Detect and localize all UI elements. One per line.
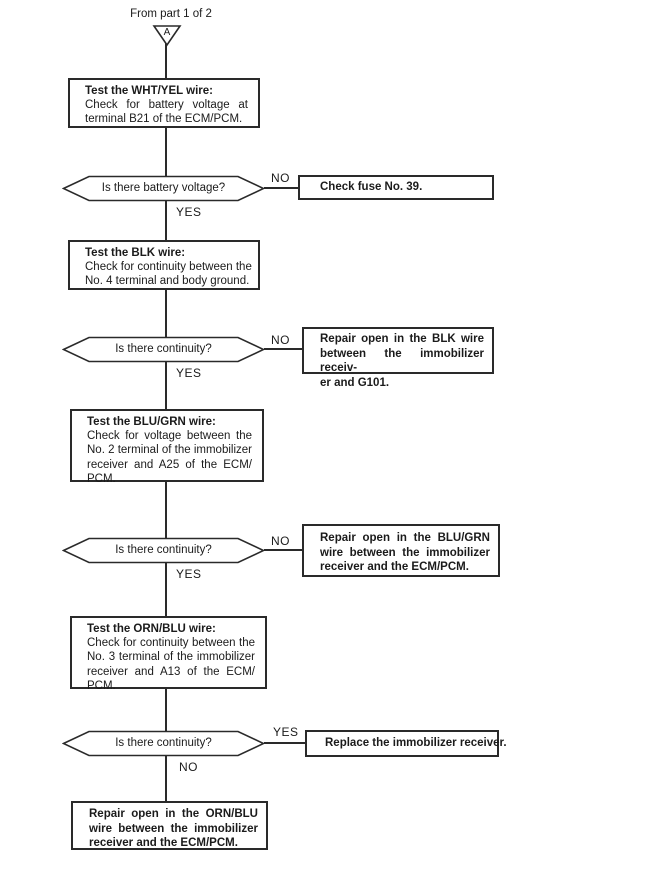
decision-battery-voltage: Is there battery voltage? xyxy=(62,175,265,202)
action-replace-immobilizer-receiver: Replace the immobilizer receiver. xyxy=(305,730,507,757)
step-title: Test the WHT/YEL wire: xyxy=(85,85,214,97)
no-branch-line xyxy=(264,549,302,551)
text-line: receiver and A25 of the ECM/ xyxy=(87,458,252,471)
text-line: Repair open in the BLK wire xyxy=(320,333,484,345)
text-line: No. 2 terminal of the immobilizer xyxy=(87,444,252,457)
text-line: Check for continuity between the xyxy=(87,637,255,650)
text-line: PCM. xyxy=(87,472,116,485)
yes-label: YES xyxy=(174,567,204,581)
text-line: Check fuse No. 39. xyxy=(320,181,423,194)
text-line: Replace the immobilizer receiver. xyxy=(325,737,507,750)
text-line: Check for continuity between the xyxy=(85,261,252,274)
step-test-orn-blu-wire: Test the ORN/BLU wire: Check for continu… xyxy=(70,616,267,692)
step-test-blu-grn-wire: Test the BLU/GRN wire: Check for voltage… xyxy=(70,409,264,485)
no-label: NO xyxy=(177,760,200,774)
text-line: receiver and A13 of the ECM/ xyxy=(87,665,255,678)
text-line: between the immobilizer receiv- xyxy=(320,347,484,375)
yes-label: YES xyxy=(271,725,301,739)
text-line: No. 3 terminal of the immobilizer xyxy=(87,651,255,664)
no-label: NO xyxy=(269,171,292,185)
action-repair-blk-wire: Repair open in the BLK wire between the … xyxy=(302,327,494,389)
decision-hexagon xyxy=(62,730,265,757)
decision-question: Is there continuity? xyxy=(115,737,212,749)
text-line: PCM. xyxy=(87,679,116,692)
step-title: Test the BLK wire: xyxy=(85,247,186,259)
connector-letter: A xyxy=(164,27,171,38)
step-title: Test the BLU/GRN wire: xyxy=(87,416,216,428)
yes-label: YES xyxy=(174,366,204,380)
text-line: receiver and the ECM/PCM. xyxy=(89,837,238,850)
no-branch-line xyxy=(264,187,298,189)
text-line: wire between the immobilizer xyxy=(89,822,258,835)
decision-hexagon xyxy=(62,175,265,202)
decision-continuity-3: Is there continuity? xyxy=(62,730,265,757)
decision-question: Is there continuity? xyxy=(115,343,212,355)
decision-hexagon xyxy=(62,336,265,363)
step-test-wht-yel-wire: Test the WHT/YEL wire: Check for battery… xyxy=(68,78,260,128)
text-line: No. 4 terminal and body ground. xyxy=(85,275,250,288)
decision-question: Is there continuity? xyxy=(115,544,212,556)
text-line: Check for battery voltage at xyxy=(85,99,248,112)
decision-hexagon xyxy=(62,537,265,564)
text-line: Check for voltage between the xyxy=(87,430,252,443)
no-label: NO xyxy=(269,534,292,548)
action-repair-orn-blu-wire: Repair open in the ORN/BLU wire between … xyxy=(71,801,268,850)
action-repair-blu-grn-wire: Repair open in the BLU/GRN wire between … xyxy=(302,524,500,577)
decision-continuity-1: Is there continuity? xyxy=(62,336,265,363)
no-label: NO xyxy=(269,333,292,347)
no-branch-line xyxy=(264,348,302,350)
connector-a-triangle: A xyxy=(152,25,182,47)
text-line: Repair open in the BLU/GRN xyxy=(320,532,490,544)
text-line: wire between the immobilizer xyxy=(320,546,490,559)
text-line: Repair open in the ORN/BLU xyxy=(89,808,258,820)
yes-label: YES xyxy=(174,205,204,219)
decision-continuity-2: Is there continuity? xyxy=(62,537,265,564)
action-check-fuse: Check fuse No. 39. xyxy=(298,175,494,200)
decision-question: Is there battery voltage? xyxy=(101,182,226,194)
text-line: receiver and the ECM/PCM. xyxy=(320,561,469,574)
text-line: terminal B21 of the ECM/PCM. xyxy=(85,113,243,126)
yes-branch-line xyxy=(264,742,305,744)
from-part-label: From part 1 of 2 xyxy=(130,8,212,20)
text-line: er and G101. xyxy=(320,376,390,389)
step-title: Test the ORN/BLU wire: xyxy=(87,623,216,635)
step-test-blk-wire: Test the BLK wire: Check for continuity … xyxy=(68,240,260,290)
